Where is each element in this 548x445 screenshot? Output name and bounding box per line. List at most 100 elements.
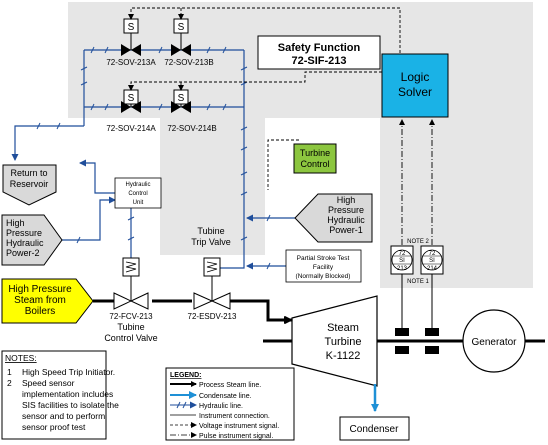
pst-label-1: Partial Stroke Test xyxy=(297,255,350,262)
note-2-text-4: sensor and to perform xyxy=(22,411,105,421)
note-2-text-3: SIS facilities to isolate the xyxy=(22,400,119,410)
control-valve-body-icon xyxy=(113,292,149,310)
sov-214a[interactable]: S 72-SOV-214A xyxy=(106,89,156,133)
sov-213b-label: 72-SOV-213B xyxy=(164,58,213,67)
hp1-label-2: Pressure xyxy=(328,205,364,215)
steam-source-label-2: Steam from xyxy=(14,295,66,306)
partial-stroke-test-facility[interactable]: Partial Stroke Test Facility (Normally B… xyxy=(285,249,362,283)
turbine-control-label-1: Turbine xyxy=(300,148,330,158)
sov-214b-label: 72-SOV-214B xyxy=(167,124,216,133)
sov-213b[interactable]: S 72-SOV-213B xyxy=(164,18,214,67)
hydraulic-control-unit[interactable]: Hydraulic Control Unit xyxy=(114,177,162,209)
trip-valve-label-2: Trip Valve xyxy=(191,237,231,247)
hp2-label-2: Pressure xyxy=(6,228,42,238)
legend-item-3: Hydraulic line. xyxy=(199,403,243,410)
trip-valve-label-1: Tubine xyxy=(197,226,224,236)
legend-item-6: Pulse instrument signal. xyxy=(199,433,273,440)
turbine-label-1: Steam xyxy=(327,322,359,334)
hp2-label-3: Hydraulic xyxy=(6,238,44,248)
generator-label: Generator xyxy=(471,337,517,348)
sif-title: Safety Function xyxy=(278,42,361,54)
valve-body-icon xyxy=(121,44,141,56)
valve-body-icon xyxy=(171,101,191,113)
sif-tag: 72-SIF-213 xyxy=(291,55,346,67)
logic-solver-label-1: Logic xyxy=(401,70,430,84)
si-214-tag-1: 72 xyxy=(429,251,436,257)
notes-title: NOTES: xyxy=(5,353,37,363)
hcu-label-1: Hydraulic xyxy=(125,182,150,188)
si-213-tag-1: 72 xyxy=(399,251,406,257)
note-1-number: 1 xyxy=(7,367,12,377)
bearing xyxy=(425,346,439,354)
legend-item-1: Process Steam line. xyxy=(199,382,261,389)
hp1-label-1: High xyxy=(337,195,356,205)
legend-item-2: Condensate line. xyxy=(199,393,252,400)
turbine-control-label-2: Control xyxy=(300,159,329,169)
hp2-label-1: High xyxy=(6,218,25,228)
sif-title-box: Safety Function 72-SIF-213 xyxy=(257,35,381,70)
solenoid-label: S xyxy=(128,93,135,104)
legend-title: LEGEND: xyxy=(170,372,202,379)
steam-source-label-1: High Pressure xyxy=(8,284,72,295)
fcv-213[interactable]: 72-FCV-213 xyxy=(109,257,153,321)
legend-item-4: Instrument connection. xyxy=(199,413,270,420)
note-2-text-1: Speed sensor xyxy=(22,378,75,388)
speed-sensor-213[interactable]: 72 SI 213 xyxy=(390,245,414,275)
pulse-signals xyxy=(399,119,435,245)
solenoid-label: S xyxy=(178,93,185,104)
reservoir-label-1: Return to xyxy=(10,168,47,178)
steam-source-label-3: Boilers xyxy=(25,306,56,317)
hp1-label-3: Hydraulic xyxy=(327,215,365,225)
spring-actuator-icon xyxy=(203,257,221,277)
turbine-label-3: K-1122 xyxy=(326,350,361,362)
steam-turbine[interactable]: Steam Turbine K-1122 xyxy=(291,295,378,387)
condenser-label: Condenser xyxy=(350,424,400,435)
valve-body-icon xyxy=(121,101,141,113)
legend-item-5: Voltage instrument signal. xyxy=(199,423,279,430)
sov-214b[interactable]: S 72-SOV-214B xyxy=(167,89,217,133)
hp-hydraulic-power-2: High Pressure Hydraulic Power-2 xyxy=(1,214,63,266)
steam-source: High Pressure Steam from Boilers xyxy=(1,278,94,324)
hydraulic-ticks xyxy=(36,46,271,270)
hcu-label-3: Unit xyxy=(133,200,144,206)
esdv-213[interactable]: 72-ESDV-213 xyxy=(188,257,237,321)
sov-214a-label: 72-SOV-214A xyxy=(106,124,156,133)
spring-actuator-icon xyxy=(122,257,140,277)
pst-label-2: Facility xyxy=(313,264,334,271)
fcv-tag: 72-FCV-213 xyxy=(109,312,153,321)
si-213-tag-2: SI xyxy=(399,258,405,264)
condenser[interactable]: Condenser xyxy=(339,416,410,441)
voltage-signals xyxy=(128,7,401,190)
note-2-label: NOTE 2 xyxy=(407,239,429,245)
spring-icon xyxy=(125,261,137,273)
control-valve-label-2: Control Valve xyxy=(104,333,157,343)
reservoir-label-2: Reservoir xyxy=(10,179,49,189)
hcu-label-2: Control xyxy=(128,191,147,197)
control-valve-label-1: Tubine xyxy=(117,322,144,332)
bearing xyxy=(425,328,439,336)
esdv-tag: 72-ESDV-213 xyxy=(188,312,237,321)
legend-box: LEGEND: Process Steam line. Condensate l… xyxy=(165,367,295,441)
si-213-tag-3: 213 xyxy=(397,266,408,272)
hp1-label-4: Power-1 xyxy=(329,225,363,235)
return-to-reservoir: Return to Reservoir xyxy=(2,164,57,206)
note-2-text-5: sensor proof test xyxy=(22,422,86,432)
si-214-tag-2: SI xyxy=(429,258,435,264)
notes-box: NOTES: 1 High Speed Trip Initiator. 2 Sp… xyxy=(1,350,119,440)
hydraulic-network xyxy=(11,49,295,270)
speed-sensor-214[interactable]: 72 SI 214 xyxy=(420,245,444,275)
spring-icon xyxy=(206,261,218,273)
solenoid-label: S xyxy=(128,22,135,33)
hp-hydraulic-power-1: High Pressure Hydraulic Power-1 xyxy=(294,193,373,243)
note-2-text-2: implementation includes xyxy=(22,389,113,399)
turbine-control[interactable]: Turbine Control xyxy=(293,143,337,174)
generator[interactable]: Generator xyxy=(462,309,526,373)
note-1-text: High Speed Trip Initiator. xyxy=(22,367,115,377)
sov-213a-label: 72-SOV-213A xyxy=(106,58,156,67)
solenoid-label: S xyxy=(178,22,185,33)
si-214-tag-3: 214 xyxy=(427,266,438,272)
logic-solver[interactable]: Logic Solver xyxy=(381,53,449,118)
bearing xyxy=(395,328,409,336)
hp2-label-4: Power-2 xyxy=(6,248,40,258)
